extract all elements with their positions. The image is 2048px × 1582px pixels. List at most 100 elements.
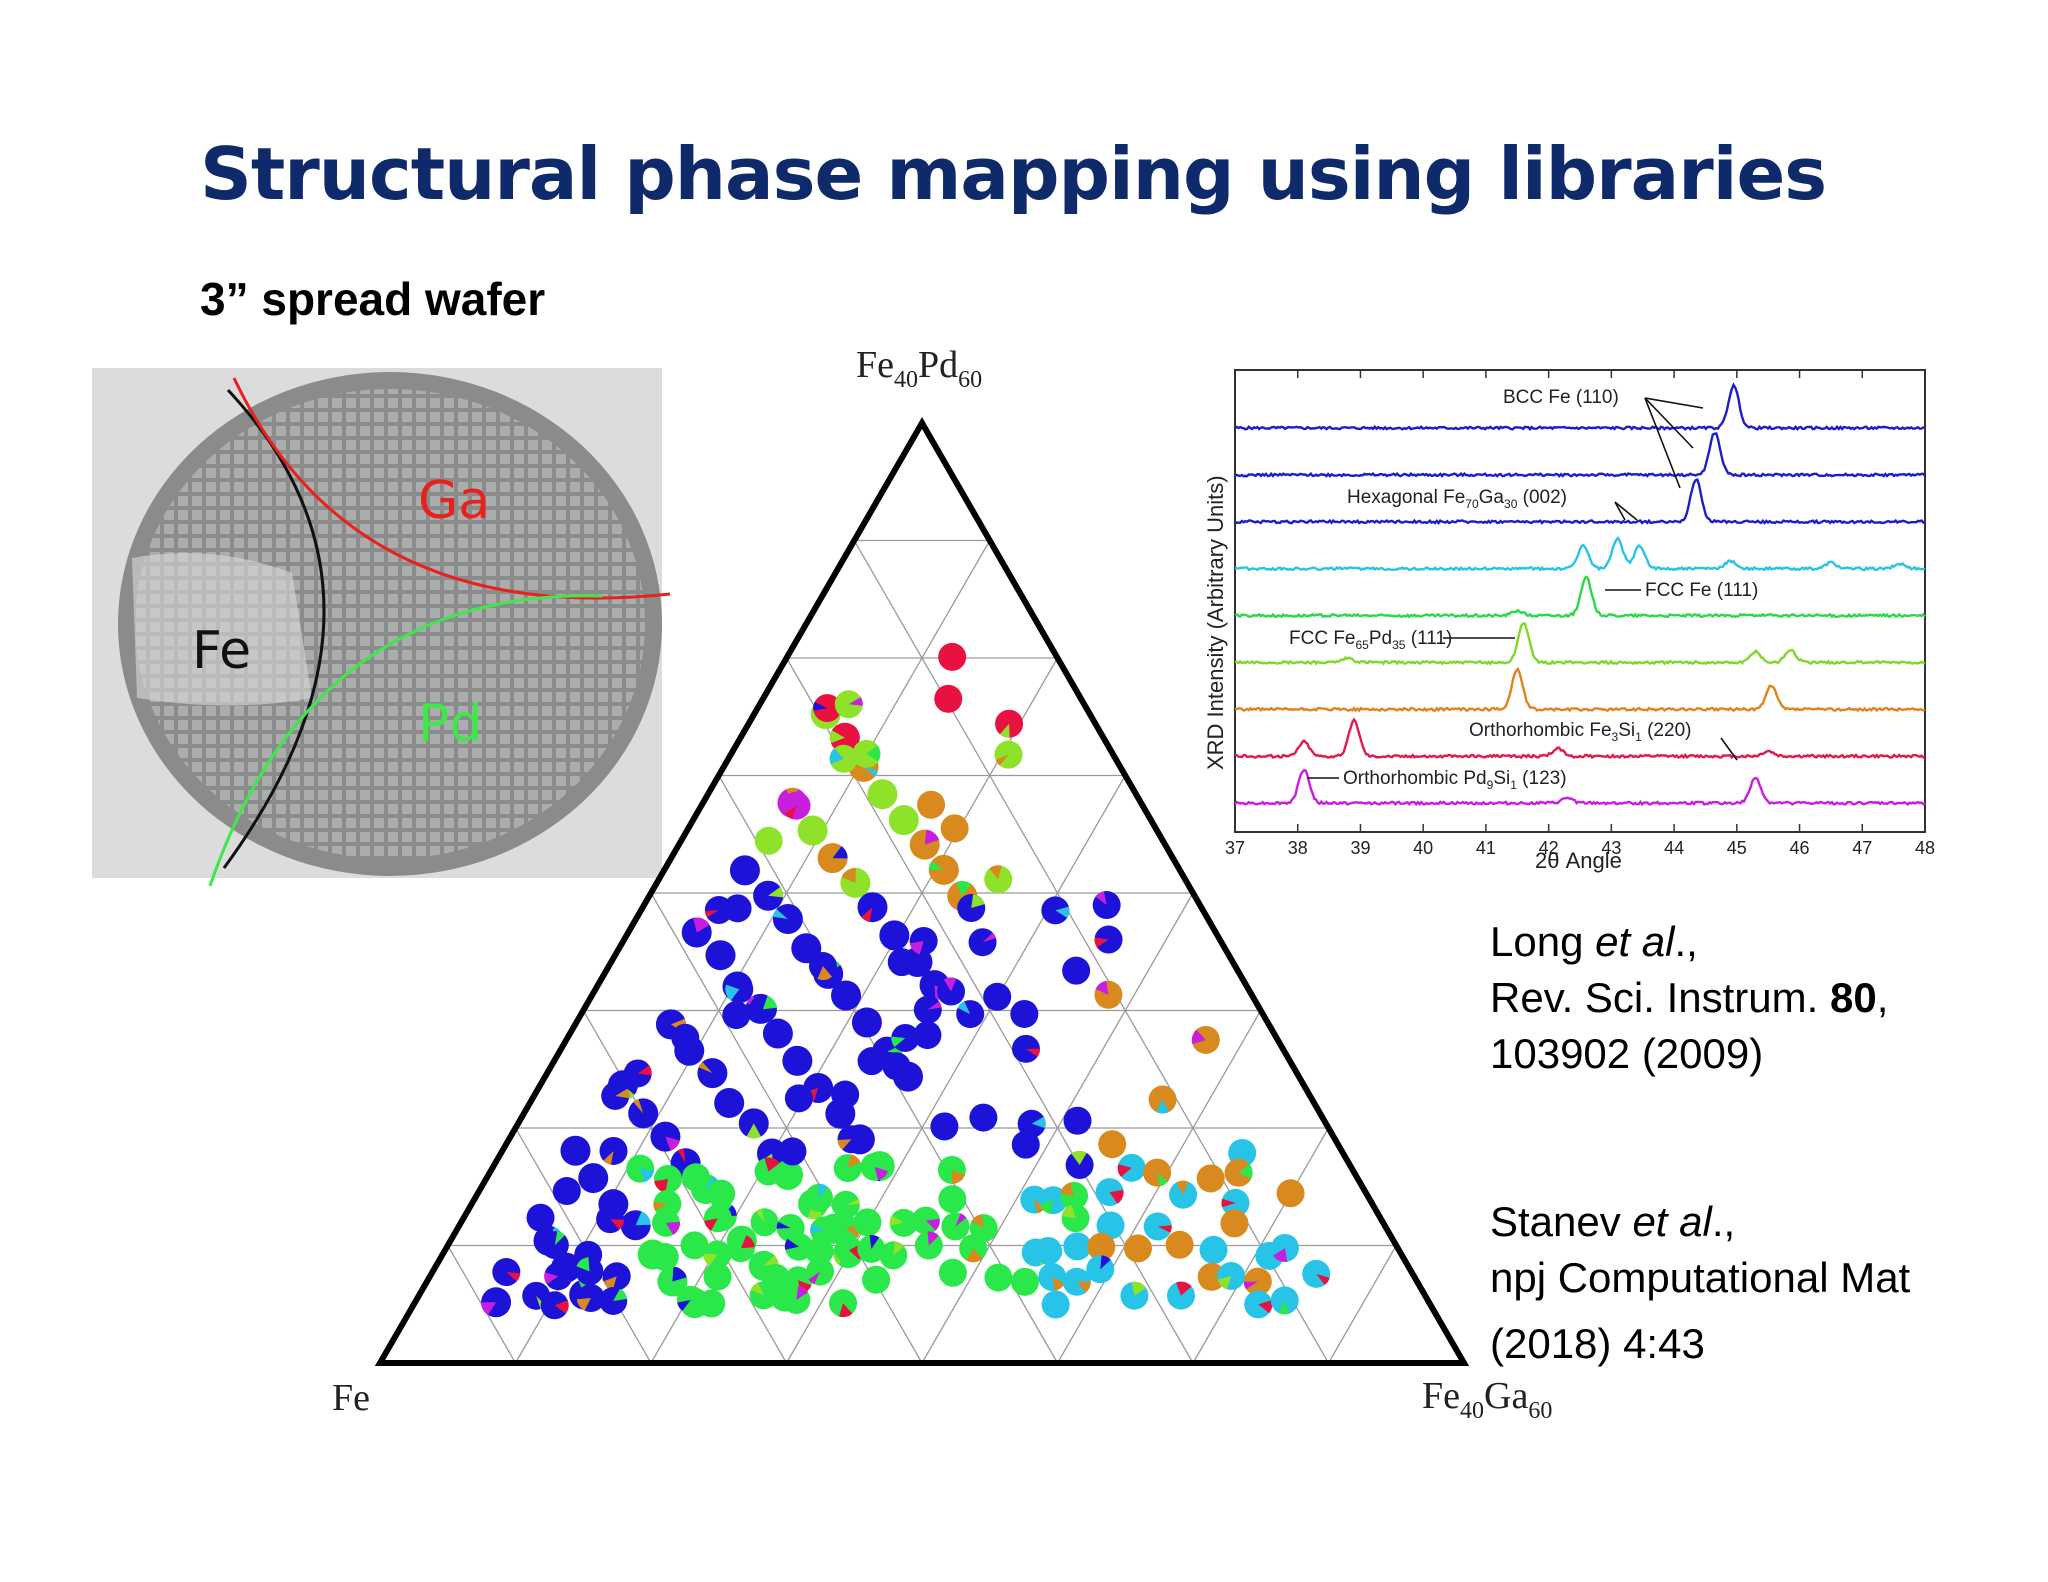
phase-pie-slice <box>640 1168 654 1183</box>
phase-pie-slice <box>633 1099 644 1114</box>
xrd-x-tick-label: 48 <box>1915 838 1935 858</box>
phase-pie-marker <box>888 805 919 836</box>
phase-pie-marker <box>1041 1290 1070 1319</box>
phase-pie-slice <box>1273 1247 1288 1263</box>
phase-pie-slice <box>1055 906 1070 918</box>
phase-pie-marker <box>552 1177 581 1206</box>
xrd-x-tick-label: 37 <box>1225 838 1245 858</box>
phase-pie-slice <box>750 1282 764 1296</box>
phase-pie-slice <box>999 723 1010 738</box>
phase-pie-slice <box>576 1257 590 1272</box>
phase-pie-slice <box>677 1148 686 1164</box>
phase-pie-slice <box>1095 891 1107 906</box>
phase-pie-slice <box>874 1166 888 1181</box>
phase-pie-slice <box>544 1272 559 1285</box>
phase-pie-slice <box>784 805 797 819</box>
phase-pie-marker <box>1010 1267 1039 1296</box>
phase-pie-marker <box>983 982 1012 1011</box>
fe-label: Fe <box>192 621 251 681</box>
phase-pie-marker <box>540 1291 569 1320</box>
phase-pie-slice <box>698 1062 713 1074</box>
phase-pie-marker <box>1244 1290 1273 1319</box>
phase-pie-slice <box>725 984 740 1001</box>
ref-long-vol-comma: , <box>1876 974 1889 1021</box>
phase-pie-slice <box>762 996 777 1010</box>
phase-pie-marker <box>1276 1179 1305 1208</box>
phase-pie-slice <box>837 1139 852 1150</box>
phase-pie-slice <box>1025 1048 1041 1057</box>
phase-pie-slice <box>1052 1277 1065 1291</box>
xrd-trace <box>1234 622 1926 666</box>
phase-pie-marker <box>1062 956 1091 985</box>
phase-pie-slice <box>1157 1225 1172 1233</box>
xrd-traces <box>1234 382 1926 807</box>
phase-pie-marker <box>1199 1235 1228 1264</box>
phase-pie-slice <box>1065 1120 1078 1135</box>
phase-pie-marker <box>1148 1085 1177 1114</box>
phase-pie-slice <box>784 1238 799 1250</box>
xrd-trace <box>1234 717 1926 760</box>
phase-pie-slice <box>928 861 944 870</box>
xrd-x-tick-label: 38 <box>1288 838 1308 858</box>
phase-pie-slice <box>1191 1029 1206 1045</box>
annotation-fcc-fe65pd35: FCC Fe65Pd35 (111) <box>1289 628 1452 652</box>
phase-pie-slice <box>784 1086 799 1101</box>
phase-pie-marker <box>762 1018 793 1049</box>
phase-pie-slice <box>506 1272 521 1282</box>
phase-pie-slice <box>776 1221 791 1229</box>
xrd-trace <box>1234 769 1926 807</box>
phase-pie-slice <box>819 1246 834 1258</box>
xrd-arrows <box>1307 397 1738 779</box>
phase-pie-slice <box>955 1213 967 1227</box>
phase-pie-slice <box>1221 1198 1236 1208</box>
corner-label-fe40pd60: Fe40Pd60 <box>856 344 982 393</box>
wafer-cell-grid <box>135 389 645 859</box>
phase-pie-slice <box>1076 1281 1091 1293</box>
phase-pie-marker <box>940 814 969 843</box>
phase-pie-slice <box>554 1300 569 1314</box>
phase-pie-slice <box>552 1184 567 1200</box>
phase-pie-slice <box>841 867 857 883</box>
phase-pie-marker <box>1096 1211 1125 1240</box>
phase-pie-slice <box>808 1271 821 1285</box>
phase-pie-slice <box>603 1276 617 1290</box>
phase-pie-marker <box>1243 1267 1272 1296</box>
phase-pie-marker <box>853 1208 882 1237</box>
phase-pie-slice <box>755 1208 765 1223</box>
phase-pie-slice <box>848 697 863 706</box>
xrd-x-tick-label: 41 <box>1476 838 1496 858</box>
phase-pie-slice <box>481 1302 497 1315</box>
phase-pie-marker <box>913 1021 942 1050</box>
phase-pie-slice <box>1258 1300 1273 1314</box>
phase-pie-slice <box>654 1178 668 1193</box>
xrd-trace <box>1234 575 1926 619</box>
xrd-trace <box>1234 478 1926 525</box>
ternary-data-points <box>481 642 1331 1320</box>
phase-pie-slice <box>857 1053 872 1062</box>
phase-pie-slice <box>807 1204 824 1220</box>
phase-pie-slice <box>693 917 710 933</box>
phase-pie-slice <box>768 886 784 898</box>
xrd-trace <box>1234 536 1926 572</box>
xrd-x-tick-label: 42 <box>1539 838 1559 858</box>
phase-pie-slice <box>957 1001 971 1015</box>
phase-pie-marker <box>938 642 967 671</box>
phase-pie-slice <box>740 1235 755 1249</box>
phase-pie-slice <box>971 1214 984 1229</box>
phase-pie-marker <box>680 1231 709 1260</box>
phase-pie-marker <box>1117 1153 1146 1182</box>
phase-pie-slice <box>790 1151 803 1166</box>
phase-pie-marker <box>578 1163 609 1194</box>
annotation-orthorhombic-fe3si1: Orthorhombic Fe3Si1 (220) <box>1469 720 1691 744</box>
phase-pie-marker <box>1221 1188 1250 1217</box>
ref-long-volume: 80 <box>1829 974 1877 1021</box>
phase-pie-slice <box>1041 1303 1056 1314</box>
phase-pie-slice <box>943 977 957 992</box>
phase-pie-marker <box>750 1208 779 1237</box>
phase-pie-marker <box>722 1001 751 1030</box>
phase-pie-slice <box>966 1248 983 1263</box>
phase-pie-marker <box>671 1023 700 1052</box>
phase-pie-marker <box>834 1236 863 1265</box>
phase-pie-slice <box>927 1001 942 1010</box>
